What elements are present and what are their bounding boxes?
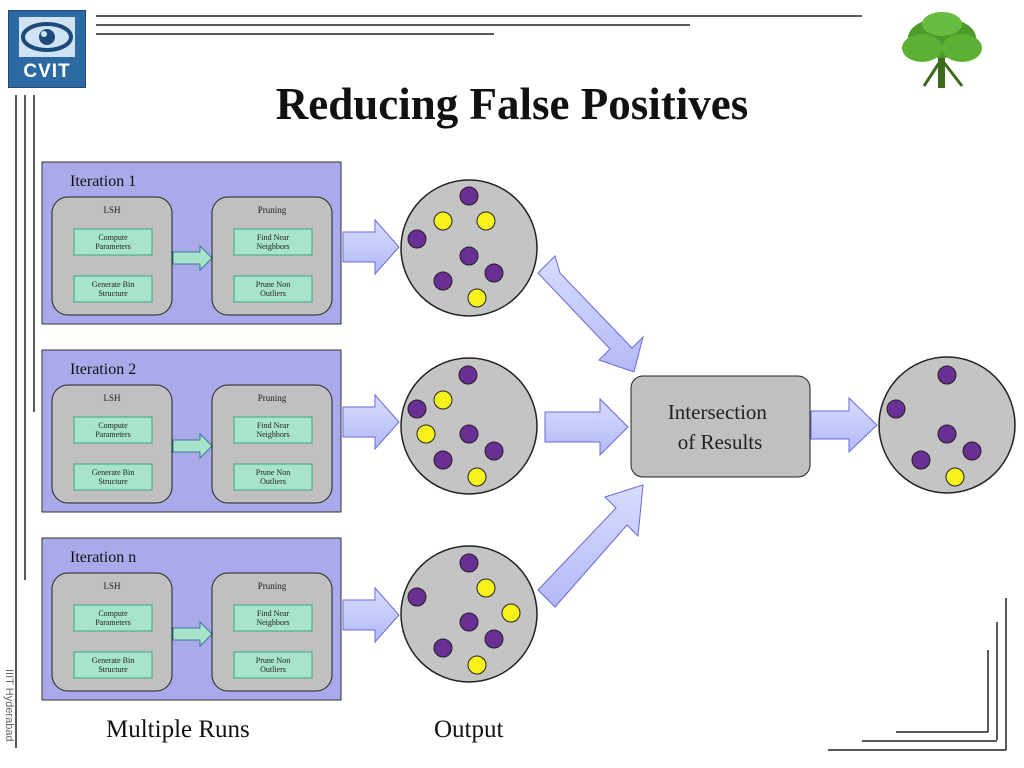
outlier-dot xyxy=(911,450,931,470)
group-label: LSH xyxy=(103,205,121,215)
candidate-dot xyxy=(476,578,496,598)
outlier-dot xyxy=(433,271,453,291)
outlier-dot xyxy=(459,186,479,206)
logo-text: CVIT xyxy=(23,61,71,82)
arrow-right xyxy=(810,396,878,454)
group-label: Pruning xyxy=(258,205,287,215)
arrow-right xyxy=(342,393,400,451)
outlier-dot xyxy=(937,365,957,385)
outlier-dot xyxy=(459,246,479,266)
group-label: LSH xyxy=(103,393,121,403)
outlier-dot xyxy=(886,399,906,419)
outlier-dot xyxy=(484,263,504,283)
output-circle xyxy=(400,179,538,317)
iteration-label: Iteration 2 xyxy=(70,361,136,378)
outlier-dot xyxy=(407,229,427,249)
candidate-dot xyxy=(476,211,496,231)
iteration-label: Iteration 1 xyxy=(70,173,136,190)
candidate-dot xyxy=(467,467,487,487)
outlier-dot xyxy=(937,424,957,444)
outlier-dot xyxy=(433,450,453,470)
candidate-dot xyxy=(501,603,521,623)
outlier-dot xyxy=(459,424,479,444)
flow-arrow xyxy=(172,620,213,648)
group-label: LSH xyxy=(103,581,121,591)
eye-icon xyxy=(19,17,75,57)
cvit-logo: CVIT xyxy=(8,10,86,88)
caption-output: Output xyxy=(434,716,504,743)
intersection-box: Intersection of Results xyxy=(630,375,811,478)
group-label: Pruning xyxy=(258,581,287,591)
arrow-diagonal-up xyxy=(537,484,644,608)
candidate-dot xyxy=(467,655,487,675)
candidate-dot xyxy=(433,390,453,410)
outlier-dot xyxy=(962,441,982,461)
outlier-dot xyxy=(458,365,478,385)
candidate-dot xyxy=(416,424,436,444)
intersection-label: Intersection of Results xyxy=(668,400,772,454)
group-label: Pruning xyxy=(258,393,287,403)
iteration-label: Iteration n xyxy=(70,549,136,566)
outlier-dot xyxy=(407,587,427,607)
output-circle xyxy=(400,357,538,495)
outlier-dot xyxy=(433,638,453,658)
caption-multiple-runs: Multiple Runs xyxy=(106,716,250,743)
output-circle xyxy=(400,545,538,683)
candidate-dot xyxy=(467,288,487,308)
flow-arrow xyxy=(172,244,213,272)
outlier-dot xyxy=(484,629,504,649)
tree-icon xyxy=(902,12,982,88)
outlier-dot xyxy=(459,553,479,573)
arrow-diagonal-down xyxy=(537,255,644,373)
outlier-dot xyxy=(407,399,427,419)
arrow-right xyxy=(544,397,629,457)
candidate-dot xyxy=(945,467,965,487)
candidate-dot xyxy=(433,211,453,231)
arrow-right xyxy=(342,218,400,276)
slide-title: Reducing False Positives xyxy=(275,79,749,129)
arrow-right xyxy=(342,586,400,644)
outlier-dot xyxy=(459,612,479,632)
flow-arrow xyxy=(172,432,213,460)
outlier-dot xyxy=(484,441,504,461)
result-circle xyxy=(878,356,1016,494)
